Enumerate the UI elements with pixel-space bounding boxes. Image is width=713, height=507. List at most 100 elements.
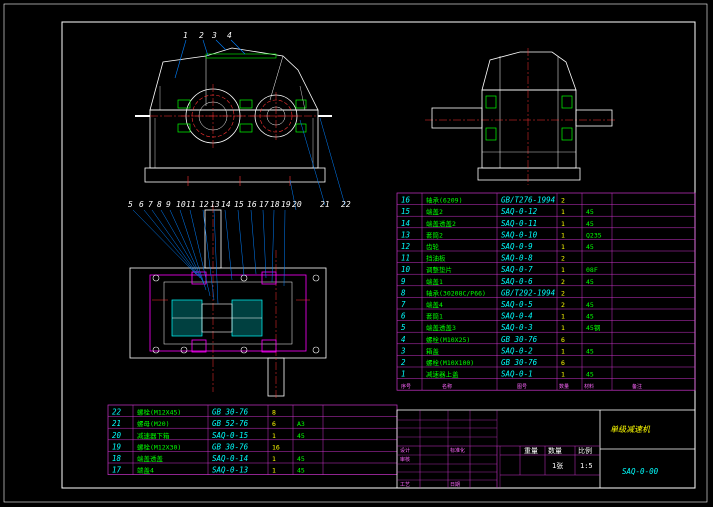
bom-name: 挡油板 — [426, 254, 446, 263]
bom-mat: 45 — [586, 371, 594, 379]
bom-no: 2 — [401, 358, 406, 367]
bom-code: GB 30-76 — [501, 358, 538, 367]
bom-code: SAQ-0-1 — [501, 370, 533, 379]
date-label: 日期 — [450, 482, 460, 488]
bom-code: SAQ-0-7 — [501, 265, 533, 274]
bom-qty: 1 — [561, 324, 565, 332]
bom-mat: 45 — [297, 467, 305, 475]
bom-code: SAQ-0-11 — [501, 219, 537, 228]
sheet-count: 1张 — [552, 461, 563, 470]
bom-qty: 1 — [561, 243, 565, 251]
bom-mat: 45 — [586, 301, 594, 309]
bom-name: 螺母(M20) — [137, 419, 170, 428]
bom-name: 端盖1 — [426, 277, 443, 286]
bom-code: SAQ-0-14 — [212, 454, 248, 463]
drawing-title: 单级减速机 — [610, 425, 651, 434]
bom-code: GB 30-76 — [212, 408, 249, 417]
bom-header-row: 序号名称图号数量材料备注 — [401, 383, 642, 390]
leader-label-18: 18 — [270, 200, 280, 209]
bom-code: GB/T292-1994 — [501, 288, 555, 297]
bom-code: SAQ-0-10 — [501, 230, 538, 239]
bom-name: 端盖4 — [137, 466, 154, 475]
table-frame — [396, 192, 696, 391]
bom-name: 端盖4 — [426, 300, 443, 309]
drawing-number: SAQ-0-00 — [622, 467, 659, 476]
bom-name: 端盖透盖 — [137, 454, 164, 463]
bom-qty: 1 — [561, 220, 565, 228]
bom-code: GB/T276-1994 — [501, 196, 555, 205]
bom-no: 8 — [401, 288, 406, 297]
leader-label-14: 14 — [221, 200, 231, 209]
scale-header: 比例 — [578, 446, 592, 455]
leader-label-16: 16 — [247, 200, 257, 209]
title-block: 单级减速机 SAQ-0-00 比例 数量 重量 1:5 1张 设计 审核 工艺 … — [396, 409, 696, 489]
bom-name: 套筒1 — [426, 312, 443, 321]
bom-no: 3 — [400, 346, 406, 355]
bom-no: 7 — [401, 300, 406, 309]
bom-name: 端盖透盖3 — [426, 323, 456, 332]
bom-name: 减速器上盖 — [426, 370, 459, 379]
bom-name: 螺栓(M12X45) — [137, 408, 181, 417]
bom-mat: 45 — [586, 243, 594, 251]
leader-label-19: 19 — [281, 200, 291, 209]
leader-label-3: 3 — [211, 31, 217, 40]
bom-header-code: 图号 — [517, 384, 527, 390]
bom-qty: 1 — [561, 266, 565, 274]
bom-code: SAQ-0-13 — [212, 466, 249, 475]
bom-qty: 1 — [561, 313, 565, 321]
leader-label-22: 22 — [341, 200, 351, 209]
bom-no: 21 — [112, 419, 121, 428]
front-view — [135, 47, 332, 186]
bom-no: 13 — [401, 230, 411, 239]
leader-label-21: 21 — [320, 200, 330, 209]
leader-label-11: 11 — [186, 200, 196, 209]
bom-name: 螺栓(M12X30) — [137, 442, 181, 451]
bom-name: 端盖透盖2 — [426, 219, 456, 228]
bom-row: 3 箱盖 SAQ-0-2 1 45 — [400, 346, 594, 355]
bom-qty: 1 — [561, 347, 565, 355]
bom-code: SAQ-0-2 — [501, 346, 533, 355]
bom-name: 端盖2 — [426, 207, 443, 216]
leader-label-4: 4 — [227, 31, 232, 40]
bom-name: 箱盖 — [426, 346, 440, 355]
bom-qty: 1 — [561, 231, 565, 239]
bom-name: 轴承(6209) — [426, 196, 462, 205]
bom-qty: 1 — [272, 432, 276, 440]
bom-no: 22 — [112, 408, 122, 417]
bom-code: SAQ-0-9 — [501, 242, 533, 251]
bom-qty: 6 — [561, 336, 565, 344]
bom-qty: 6 — [561, 359, 565, 367]
leader-label-15: 15 — [234, 200, 244, 209]
bom-mat: A3 — [297, 420, 305, 428]
standard-label: 标准化 — [450, 447, 465, 454]
bom-qty: 2 — [561, 255, 565, 263]
bom-code: GB 52-76 — [212, 419, 249, 428]
designer-label: 设计 — [400, 447, 410, 454]
bom-mat: 45 — [586, 313, 594, 321]
bom-qty: 1 — [561, 371, 565, 379]
bom-qty: 2 — [561, 197, 565, 205]
bom-mat: 45 — [586, 347, 594, 355]
bom-mat: 45 — [297, 432, 305, 440]
bom-no: 10 — [401, 265, 411, 274]
leader-label-2: 2 — [199, 31, 204, 40]
bom-header-mat: 材料 — [584, 383, 594, 390]
bom-no: 11 — [401, 254, 410, 263]
bom-mat: 45 — [586, 278, 594, 286]
qty-header: 数量 — [548, 446, 562, 455]
